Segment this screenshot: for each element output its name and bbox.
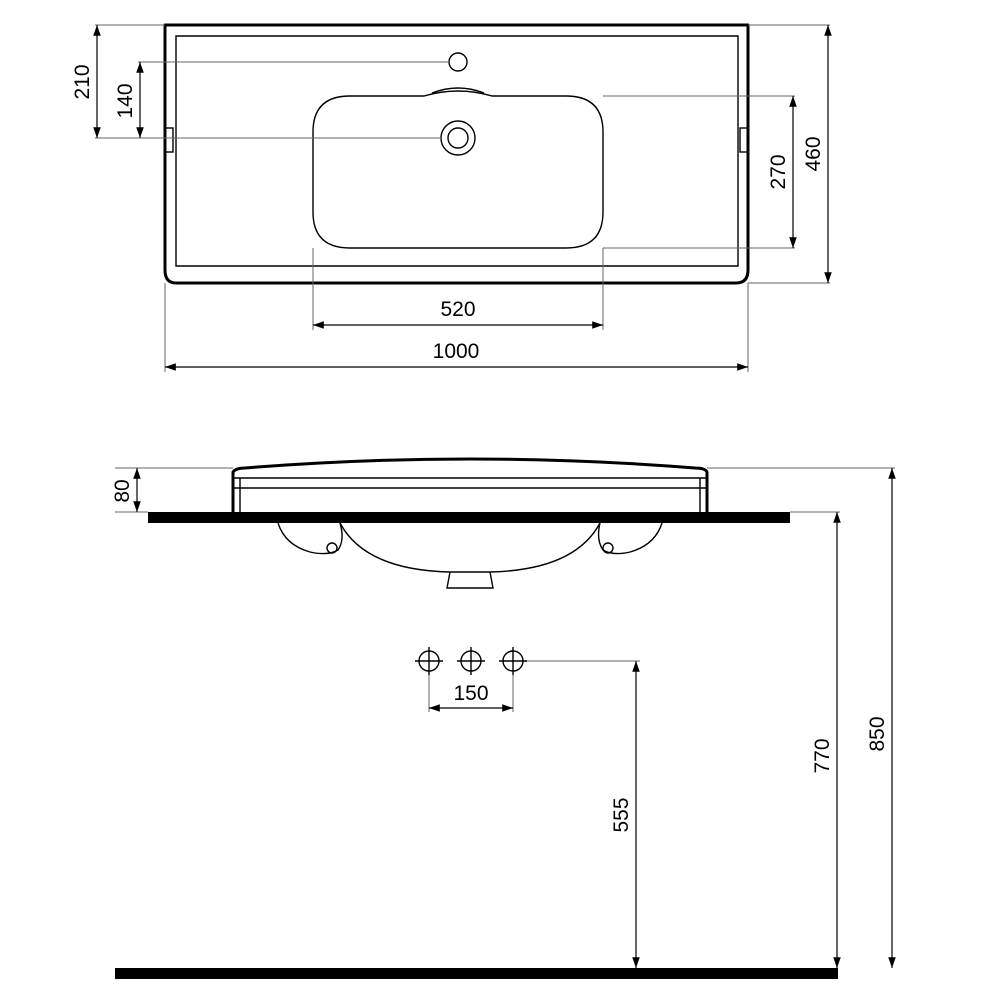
washbasin-inner-rim xyxy=(175,35,739,267)
dim-520-label: 520 xyxy=(440,298,475,321)
dim-850-label: 850 xyxy=(866,716,889,751)
washbasin-side-profile xyxy=(231,457,709,512)
dim-460-label: 460 xyxy=(802,136,825,171)
dim-150-label: 150 xyxy=(453,682,488,705)
drain-inner-icon xyxy=(447,127,469,149)
left-support xyxy=(277,522,343,555)
dim-140-label: 140 xyxy=(114,83,137,118)
countertop xyxy=(148,512,790,523)
dim-1000-label: 1000 xyxy=(433,340,480,363)
dim-210-label: 210 xyxy=(71,64,94,99)
dim-270-label: 270 xyxy=(767,154,790,189)
dim-80-label: 80 xyxy=(111,479,134,502)
basin-bowl xyxy=(312,90,604,249)
right-support xyxy=(597,522,663,555)
top-view: 210 140 270 460 520 1000 xyxy=(71,23,832,372)
valve-outlets xyxy=(415,647,527,675)
drain-outer-icon xyxy=(440,120,476,156)
left-bracket-notch xyxy=(164,127,174,153)
under-bowl xyxy=(339,522,601,573)
dim-770-label: 770 xyxy=(811,738,834,773)
side-view: 80 150 555 770 850 xyxy=(111,457,896,979)
right-bracket-notch xyxy=(739,127,749,153)
floor xyxy=(115,968,838,979)
tap-hole-icon xyxy=(448,52,468,72)
dim-555-label: 555 xyxy=(610,797,633,832)
drain-spigot xyxy=(446,571,494,589)
overflow-slot xyxy=(431,87,485,94)
washbasin-outline xyxy=(163,23,750,285)
